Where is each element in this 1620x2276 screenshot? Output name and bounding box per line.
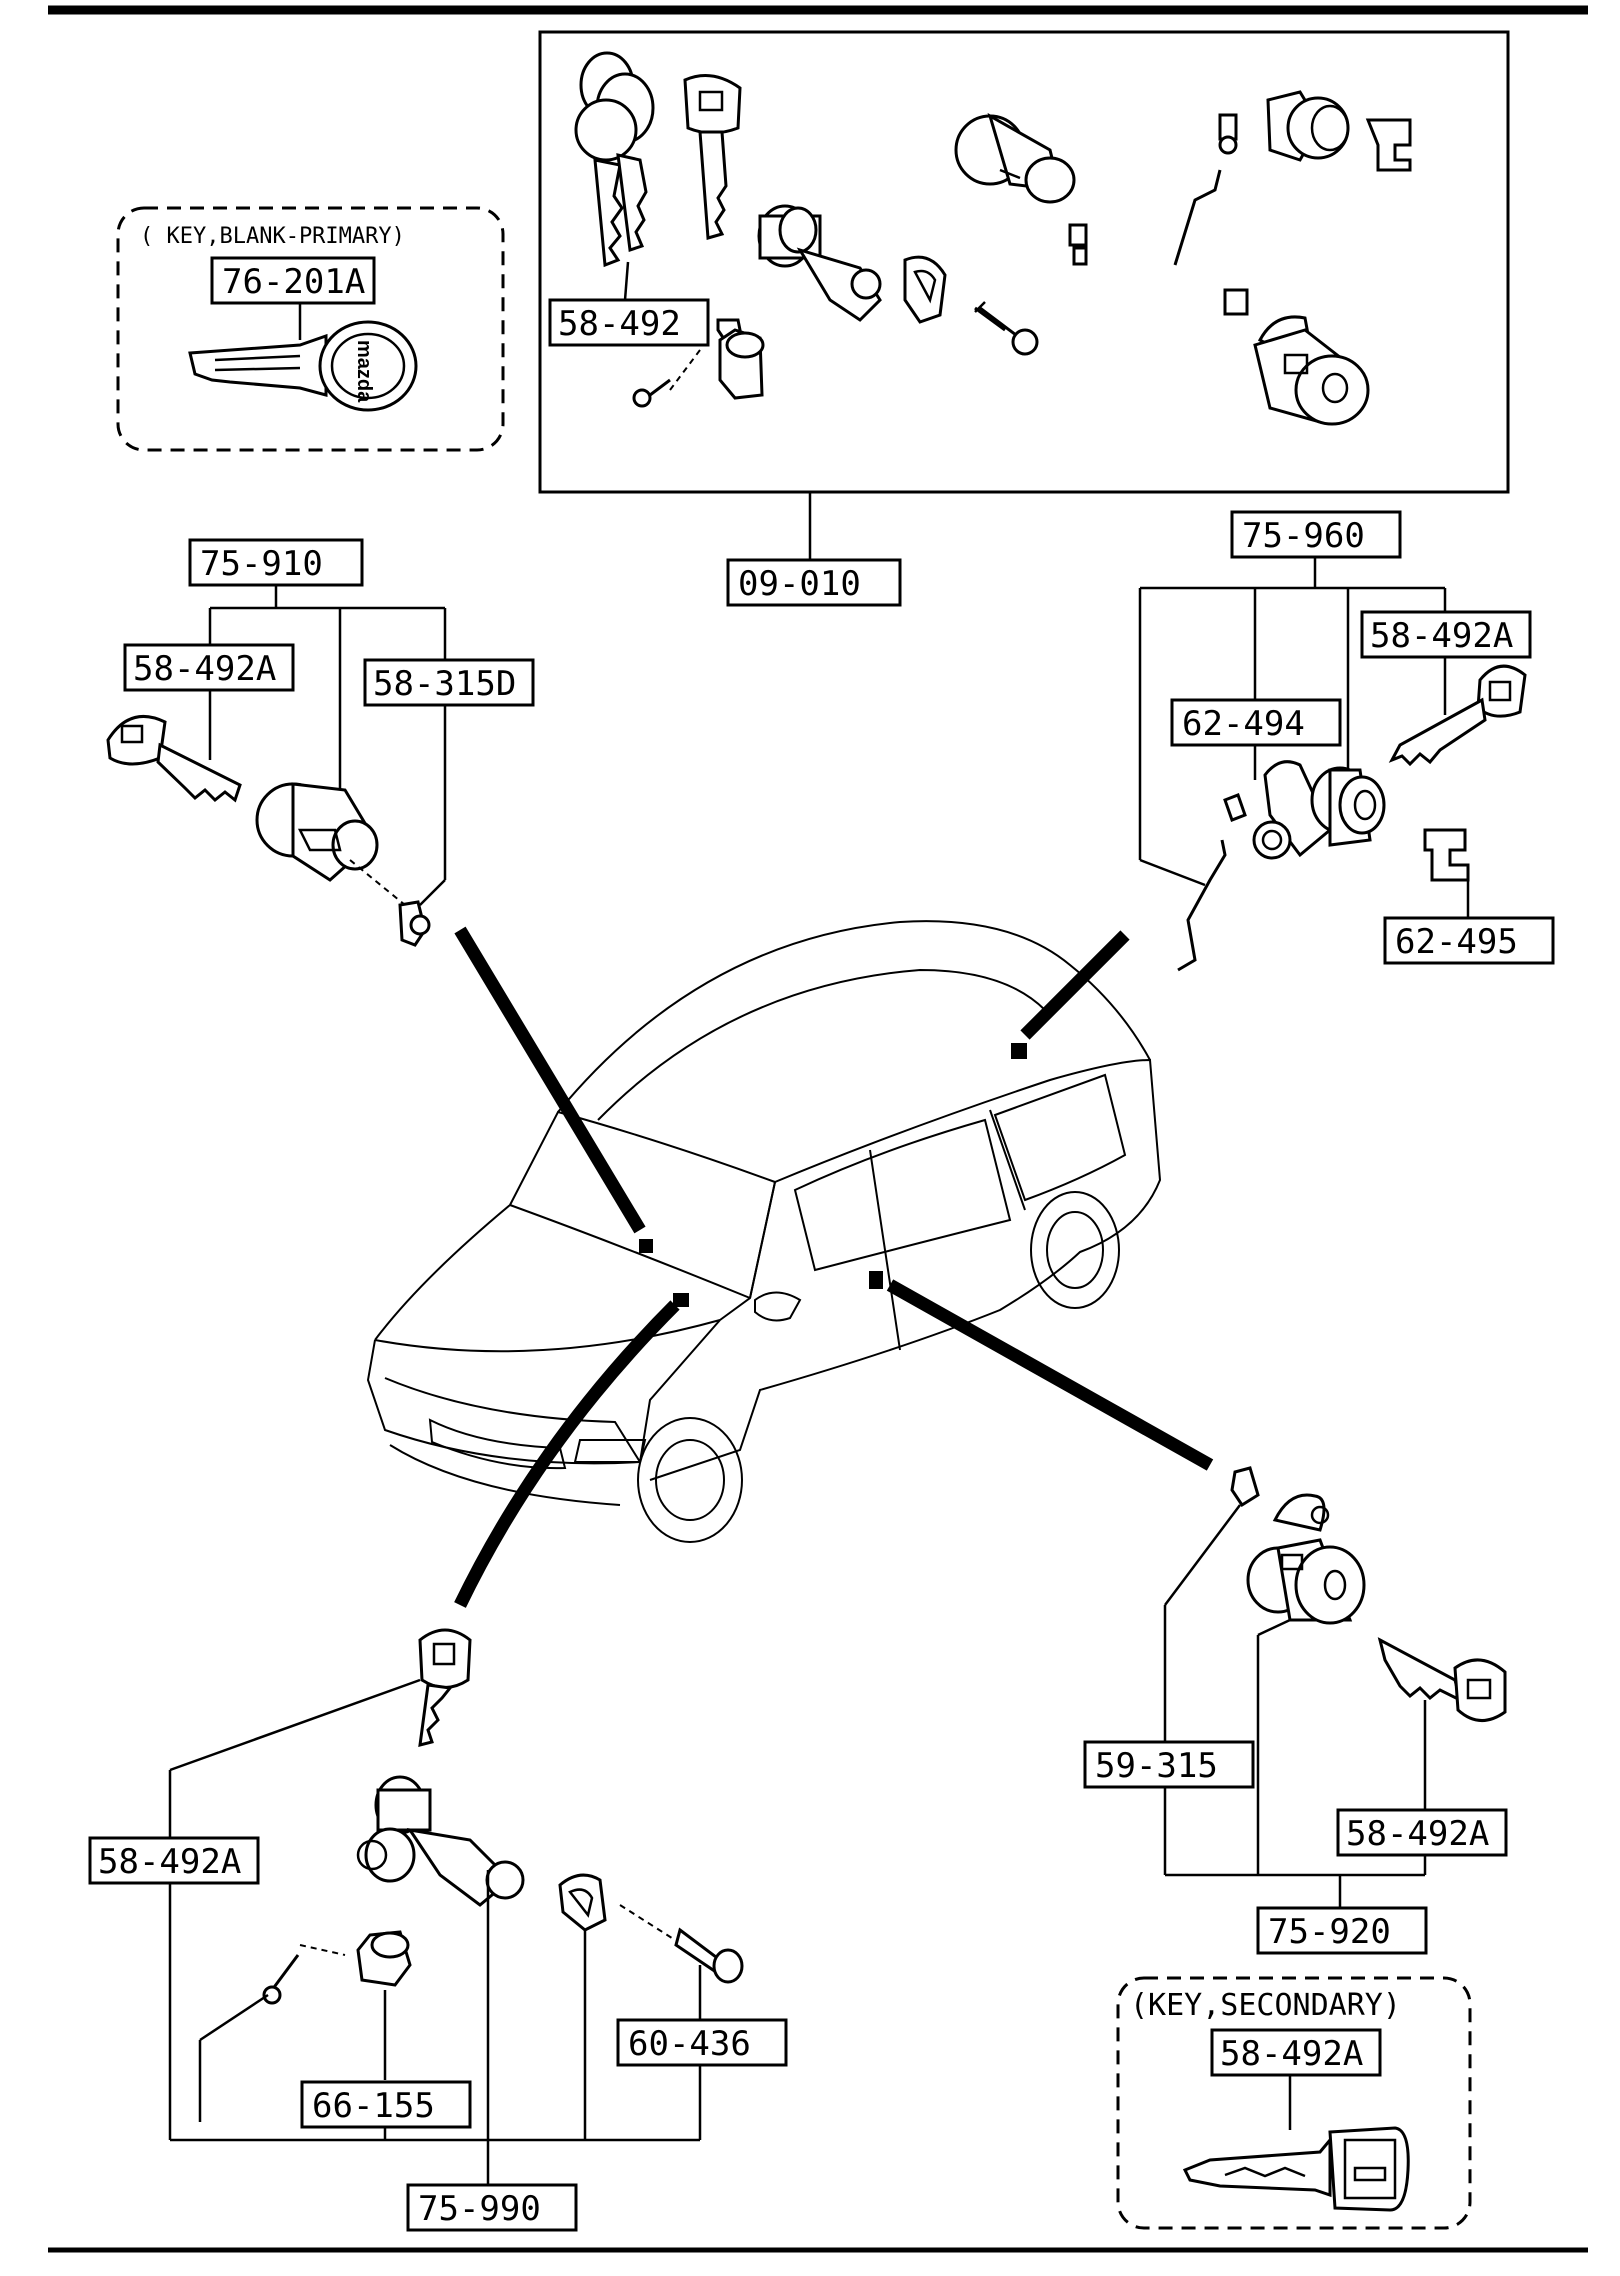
ignition-switch-icon — [299, 1930, 412, 1987]
hood-lock-group: 75-910 58-492A 58-315D — [106, 538, 535, 947]
key-icon — [1182, 2126, 1410, 2212]
clip-icon — [1218, 113, 1238, 155]
key-icon: mazda — [188, 320, 418, 412]
lock-cylinder-icon — [954, 112, 1076, 204]
key-icon — [418, 1628, 472, 1747]
callout-60-436: 60-436 — [628, 2024, 751, 2064]
ignition-lock-group: 58-492A — [88, 1628, 788, 2232]
callout-58-492-top: 58-492 — [558, 304, 681, 344]
clip-icon — [1223, 288, 1249, 316]
callout-75-920: 75-920 — [1268, 1912, 1391, 1952]
clip-icon — [1230, 1466, 1260, 1508]
callout-75-960: 75-960 — [1242, 516, 1365, 556]
lock-cylinder-icon — [1253, 315, 1370, 426]
callout-59-315: 59-315 — [1095, 1746, 1218, 1786]
lock-cylinder-icon — [1266, 90, 1350, 162]
lock-rod-icon — [1173, 169, 1222, 266]
key-secondary-caption: (KEY,SECONDARY) — [1130, 1988, 1401, 2023]
callout-09-010: 09-010 — [738, 564, 861, 604]
clip-icon — [398, 900, 431, 947]
door-lock-group: 59-315 58-492A 75-920 — [1083, 1466, 1508, 1955]
clip-icon — [903, 255, 947, 324]
lock-cylinder-icon — [1246, 1493, 1366, 1625]
callout-58-315D: 58-315D — [373, 664, 516, 704]
screw-icon — [262, 1954, 300, 2005]
key-blank-primary-group: ( KEY,BLANK-PRIMARY) 76-201A mazda — [116, 206, 505, 452]
leader-hatch — [1020, 930, 1130, 1040]
clip-icon — [1068, 223, 1088, 266]
clip-icon — [1365, 118, 1412, 172]
callout-58-492A-left: 58-492A — [133, 649, 276, 689]
clip-icon — [1423, 828, 1470, 882]
lock-cylinder-icon — [255, 782, 406, 906]
lock-rod-icon — [1177, 839, 1227, 972]
key-icon — [1377, 1637, 1507, 1722]
key-icon — [574, 51, 655, 268]
leader-hood — [454, 926, 646, 1234]
key-icon — [1388, 664, 1527, 767]
rear-hatch-lock-group: 75-960 58-492A 62-494 — [1138, 510, 1555, 972]
callout-58-492A-bl: 58-492A — [98, 1842, 241, 1882]
key-blank-primary-caption: ( KEY,BLANK-PRIMARY) — [140, 224, 405, 249]
screw-icon — [974, 301, 1039, 356]
lock-cylinder-icon — [1223, 760, 1386, 860]
callout-75-990: 75-990 — [418, 2189, 541, 2229]
key-secondary-group: (KEY,SECONDARY) 58-492A — [1116, 1976, 1472, 2230]
ignition-switch-icon — [356, 1775, 525, 1907]
callout-66-155: 66-155 — [312, 2086, 435, 2126]
callout-58-492A-sec: 58-492A — [1220, 2034, 1363, 2074]
key-icon — [683, 74, 742, 240]
callout-76-201A: 76-201A — [222, 262, 365, 302]
key-brand-text: mazda — [353, 340, 375, 403]
leader-ignition — [454, 1300, 680, 1608]
callout-62-495: 62-495 — [1395, 922, 1518, 962]
clip-icon — [558, 1873, 607, 1932]
key-icon — [106, 714, 242, 803]
vehicle-minivan-icon — [366, 920, 1162, 1543]
callout-75-910: 75-910 — [200, 544, 323, 584]
ignition-switch-icon — [718, 328, 765, 400]
screw-icon — [619, 1904, 744, 1984]
leader-door — [886, 1279, 1214, 1471]
callout-62-494: 62-494 — [1182, 704, 1305, 744]
lock-set-kit-group: 58-492 09-010 — [538, 30, 1510, 607]
callout-58-492A-rr: 58-492A — [1346, 1814, 1489, 1854]
callout-58-492A-right: 58-492A — [1370, 616, 1513, 656]
ignition-switch-icon — [757, 204, 882, 322]
